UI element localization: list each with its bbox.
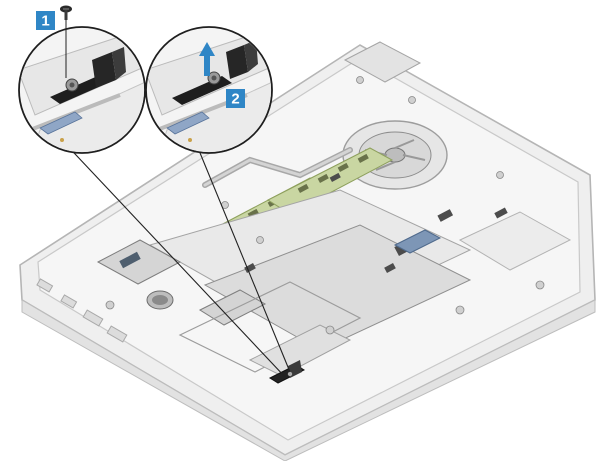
lower-frame [178, 281, 362, 373]
step-1-number: 1 [41, 13, 49, 30]
step-1-badge: 1 [36, 11, 55, 30]
step-2-number: 2 [231, 91, 239, 108]
magnified-view-step-1: 1 [18, 5, 146, 154]
screw-icon [60, 5, 72, 20]
standoffs [105, 76, 545, 335]
top-hinge-block [343, 41, 422, 83]
touchpad-recess [458, 211, 572, 271]
lift-arrow-icon [199, 42, 215, 76]
side-ports [36, 278, 128, 343]
touchpad-cable [393, 229, 442, 254]
chassis-front-edge [21, 299, 596, 461]
step-2-badge: 2 [226, 89, 245, 108]
target-bracket [268, 360, 306, 384]
wlan-card [198, 289, 267, 326]
ssd-module [96, 239, 182, 285]
memory-module [266, 147, 394, 215]
leader-lines [59, 137, 291, 379]
keyboard-support-plate [203, 224, 472, 351]
